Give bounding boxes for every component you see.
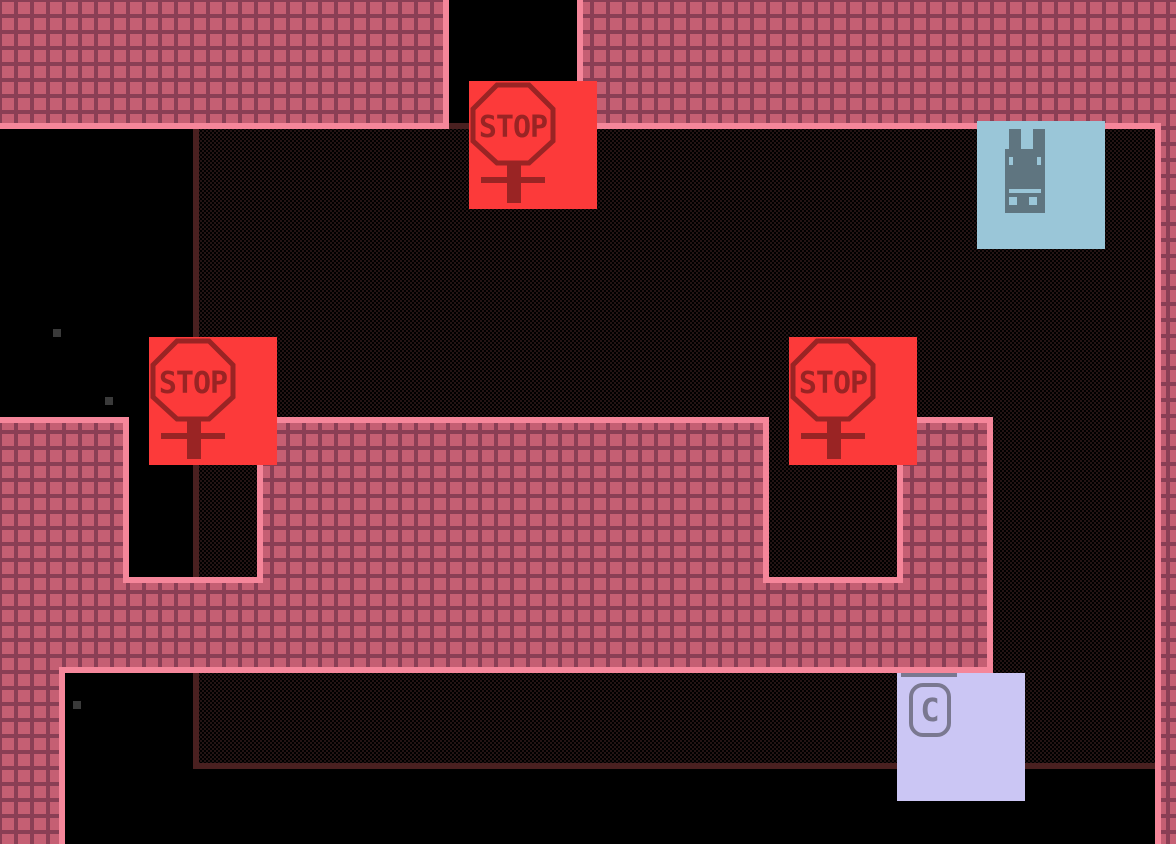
stop-sign-tile[interactable]: STOP: [149, 337, 277, 465]
coin-letter: C: [920, 691, 939, 729]
bunny-player-tile[interactable]: [977, 121, 1105, 249]
dust-particle: [53, 329, 61, 337]
stop-sign-tile[interactable]: STOP: [469, 81, 597, 209]
stop-label: STOP: [479, 110, 547, 145]
stop-label: STOP: [159, 366, 227, 401]
dust-particle: [73, 701, 81, 709]
stop-label: STOP: [799, 366, 867, 401]
copyright-coin-tile[interactable]: C: [897, 673, 1025, 801]
wall-top-left: [0, 0, 449, 129]
coin-icon: [909, 683, 951, 737]
stop-sign-tile[interactable]: STOP: [789, 337, 917, 465]
wall-middle: [0, 417, 993, 844]
dust-particle: [105, 397, 113, 405]
